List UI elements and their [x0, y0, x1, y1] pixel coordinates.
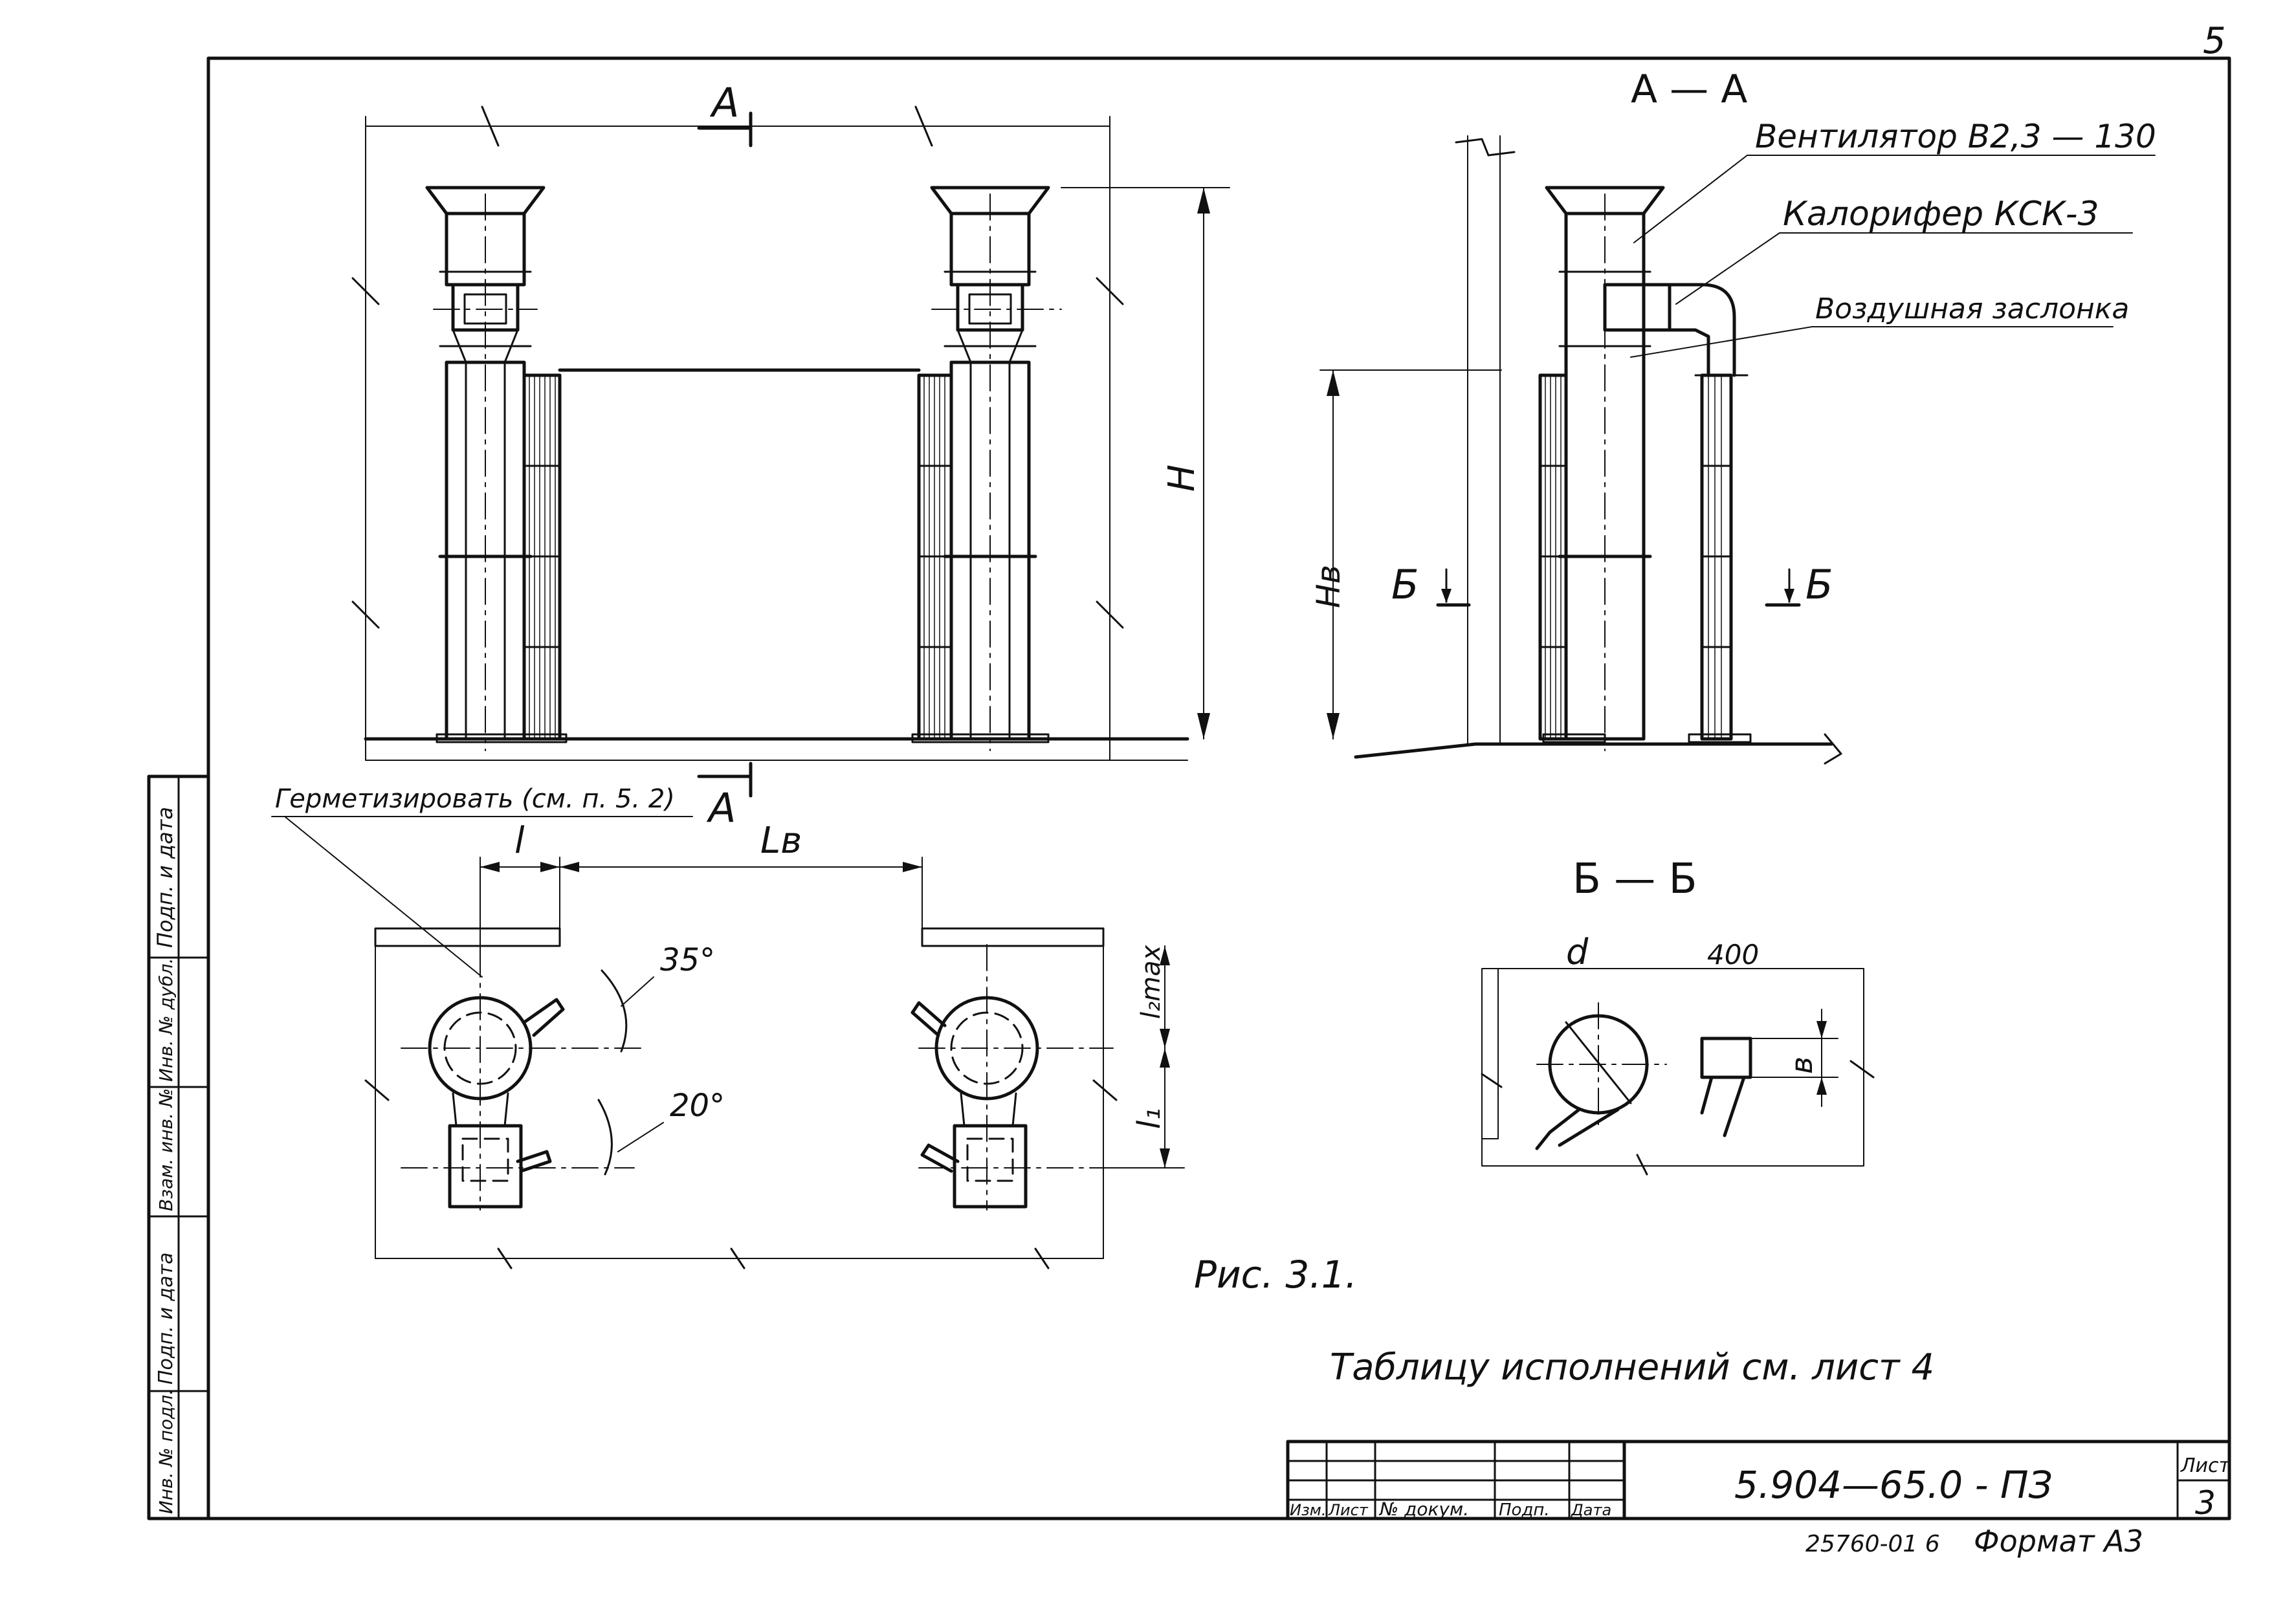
note-seal: Герметизировать (см. п. 5. 2): [275, 784, 675, 814]
tb-col-sign: Подп.: [1499, 1500, 1550, 1520]
label-damper: Воздушная заслонка: [1815, 292, 2129, 325]
stamp-repl-inv: Взам. инв. №: [155, 1088, 177, 1211]
archive-code: 25760-01 6: [1805, 1531, 1940, 1557]
stamp-inv-orig: Инв. № подл.: [155, 1389, 177, 1514]
stamp-sign-date-1: Подп. и дата: [155, 1253, 177, 1385]
document-code: 5.904—65.0 - ПЗ: [1734, 1463, 2053, 1507]
cut-mark-b-left: Б: [1391, 561, 1419, 608]
dim-height-hb: Hв: [1310, 565, 1347, 608]
dim-l1: l₁: [1131, 1108, 1167, 1129]
front-view: А А: [351, 79, 1230, 831]
tb-col-date: Дата: [1571, 1501, 1611, 1519]
side-stamp: Подп. и дата Инв. № дубл. Взам. инв. № П…: [147, 774, 210, 1520]
dim-d: d: [1566, 932, 1589, 972]
plan-right-unit: [911, 944, 1114, 1211]
dim-height-h: H: [1161, 465, 1203, 492]
dim-lb: Lв: [760, 820, 802, 862]
label-heater: Калорифер КСК-3: [1783, 195, 2099, 234]
table-reference: Таблицу исполнений см. лист 4: [1330, 1346, 1934, 1388]
section-b-b: Б — Б d 400 в: [1481, 855, 1875, 1176]
dim-l: l: [514, 820, 525, 862]
sheet-label: Лист: [2180, 1454, 2231, 1477]
notes: Рис. 3.1. Таблицу исполнений см. лист 4: [1194, 1253, 1934, 1388]
cut-mark-b-right: Б: [1805, 561, 1833, 608]
dim-l2max: l₂max: [1136, 945, 1166, 1019]
tb-col-doc: № докум.: [1378, 1498, 1469, 1520]
label-fan: Вентилятор В2,3 — 130: [1755, 118, 2156, 155]
dim-400: 400: [1707, 939, 1759, 971]
left-air-heater-unit: [425, 186, 568, 751]
figure-caption: Рис. 3.1.: [1194, 1253, 1357, 1297]
section-a-a: А — А: [1310, 67, 2156, 765]
right-air-heater-unit: [911, 186, 1062, 751]
tb-col-sheet: Лист: [1328, 1501, 1369, 1519]
sheet-number: 3: [2195, 1484, 2216, 1522]
stamp-sign-date-2: Подп. и дата: [153, 807, 177, 948]
tb-col-change: Изм.: [1290, 1501, 1326, 1519]
corner-page-number: 5: [2203, 20, 2226, 62]
title-block: Изм. Лист № докум. Подп. Дата 5.904—65.0…: [1286, 1440, 2231, 1559]
stamp-inv-dub: Инв. № дубл.: [155, 958, 177, 1082]
plan-view: Герметизировать (см. п. 5. 2) l Lв: [271, 784, 1185, 1269]
format-label: Формат А3: [1974, 1524, 2143, 1559]
section-a-a-title: А — А: [1631, 67, 1747, 112]
section-mark-a-bottom: А: [706, 784, 736, 831]
section-mark-a-top: А: [709, 79, 739, 126]
plan-left-unit: 35° 20°: [401, 942, 725, 1211]
angle-20: 20°: [670, 1088, 725, 1124]
angle-35: 35°: [660, 942, 715, 978]
dim-b: в: [1784, 1057, 1819, 1074]
section-b-b-title: Б — Б: [1573, 855, 1697, 903]
